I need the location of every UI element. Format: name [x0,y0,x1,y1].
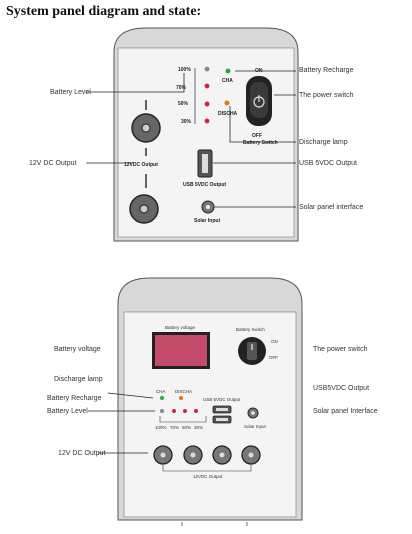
usb-label-1: USB 5VDC Output [183,182,226,188]
dc-output-label-1: 12VDC Output [124,162,158,168]
panel-2: Battery voltage Battery Switch ON OFF CH… [88,277,303,526]
switch-on-label-2: ON [271,339,278,344]
level-label-70-2: 70% [170,425,179,430]
callout-battery-recharge-1: Battery Recharge [299,67,354,74]
callout-line-battery-level-1 [86,73,185,93]
level-led-50-2 [183,409,187,413]
callout-battery-recharge-2: Battery Recharge [47,395,102,402]
callout-12v-output-2: 12V DC Output [58,450,106,457]
callout-discharge-lamp-2: Discharge lamp [54,376,103,383]
led-50 [204,101,210,107]
discharge-label-2: DISCHA [175,389,192,394]
callout-battery-level-1: Battery Level [50,89,91,96]
dc-output-label-2: 12VDC Output [193,474,223,479]
callout-usb-output-2: USB5VDC Output [313,385,370,392]
discharge-led-label: DISCHA [218,111,238,117]
level-label-30-2: 30% [194,425,203,430]
page-heading: System panel diagram and state: [6,4,202,19]
dc-port-row [153,445,261,465]
callout-battery-voltage-2: Battery voltage [54,346,101,353]
switch-caption-1: Battery Switch [243,140,278,146]
charge-led-2 [160,396,164,400]
level-label-50: 50% [178,101,189,107]
callout-line-recharge-2 [107,392,154,399]
callout-solar-interface-2: Solar panel Interface [313,408,378,415]
charge-label-2: CHA [156,389,166,394]
led-30 [204,118,210,124]
level-label-50-2: 50% [182,425,191,430]
callout-power-switch-2: The power switch [313,346,368,353]
led-70 [204,83,210,89]
level-label-70: 70% [176,85,187,91]
level-label-100: 100% [178,67,191,73]
led-100 [204,66,210,72]
panel-1: 100% 70% 50% 30% CHA DISCHA ON OFF Batte… [86,27,299,242]
callout-line-discharge-1 [229,106,296,143]
solar-label-1: Solar Input [194,218,220,224]
callout-12v-output-1: 12V DC Output [29,160,77,167]
level-led-30-2 [194,409,198,413]
switch-off-label-1: OFF [252,133,262,139]
callout-discharge-lamp-1: Discharge lamp [299,139,348,146]
solar-label-2: Solar Input [244,424,267,429]
switch-label-2: Battery Switch [236,327,265,332]
charge-led [225,68,231,74]
charge-led-label: CHA [222,78,233,84]
callout-usb-output-1: USB 5VDC Output [299,160,357,167]
voltage-display [155,335,207,366]
discharge-led-2 [179,396,183,400]
usb-label-2: USB 5VDC Output [203,397,241,402]
level-label-30: 30% [181,119,192,125]
level-led-100-2 [160,409,164,413]
level-label-100-2: 100% [155,425,167,430]
switch-off-label-2: OFF [269,355,278,360]
discharge-led [224,100,230,106]
level-led-70-2 [172,409,176,413]
callout-power-switch-1: The power switch [299,92,354,99]
display-label: Battery voltage [165,325,196,330]
callout-battery-level-2: Battery Level [47,408,88,415]
callout-solar-interface-1: Solar panel interface [299,204,364,211]
